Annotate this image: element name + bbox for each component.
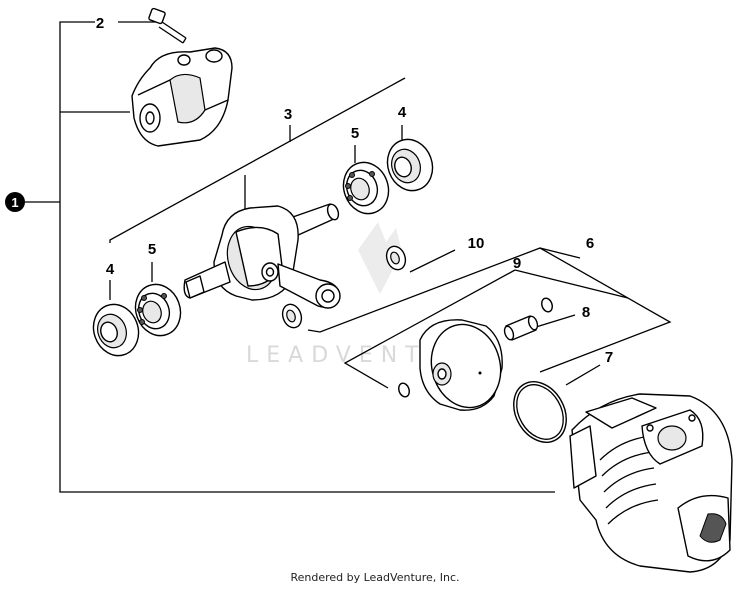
callout-10-label: 10	[468, 235, 485, 252]
callout-7-label: 7	[605, 349, 613, 366]
callout-5-bottom-label: 5	[148, 241, 156, 258]
callout-2-label: 2	[96, 15, 104, 32]
callout-8-label: 8	[582, 304, 590, 321]
piston	[419, 319, 503, 411]
piston-pin	[503, 315, 539, 341]
crankshaft	[183, 203, 341, 309]
callout-4-top-label: 4	[398, 104, 407, 121]
callout-9-label: 9	[513, 255, 521, 272]
callout-5-top-label: 5	[351, 125, 359, 142]
circlip-left	[398, 382, 410, 398]
thrust-washer-lower	[281, 303, 303, 329]
piston-ring	[513, 381, 567, 443]
callout-1-label: 1	[11, 195, 18, 210]
cylinder	[569, 393, 733, 573]
bearing-top	[342, 161, 390, 215]
oil-seal-bottom	[92, 303, 140, 357]
callout-3-label: 3	[284, 106, 292, 123]
callout-4-bottom-label: 4	[106, 261, 115, 278]
bearing-bottom	[134, 283, 182, 337]
thrust-washer-upper	[385, 245, 407, 271]
leader-lines	[25, 21, 672, 493]
oil-seal-top	[386, 138, 434, 192]
callout-1: 1	[5, 192, 25, 212]
callout-6-label: 6	[586, 235, 594, 252]
rendered-by-credit: Rendered by LeadVenture, Inc.	[290, 571, 460, 584]
circlip-right	[541, 297, 553, 313]
screw	[148, 7, 187, 44]
crankcase-cover	[131, 47, 233, 147]
